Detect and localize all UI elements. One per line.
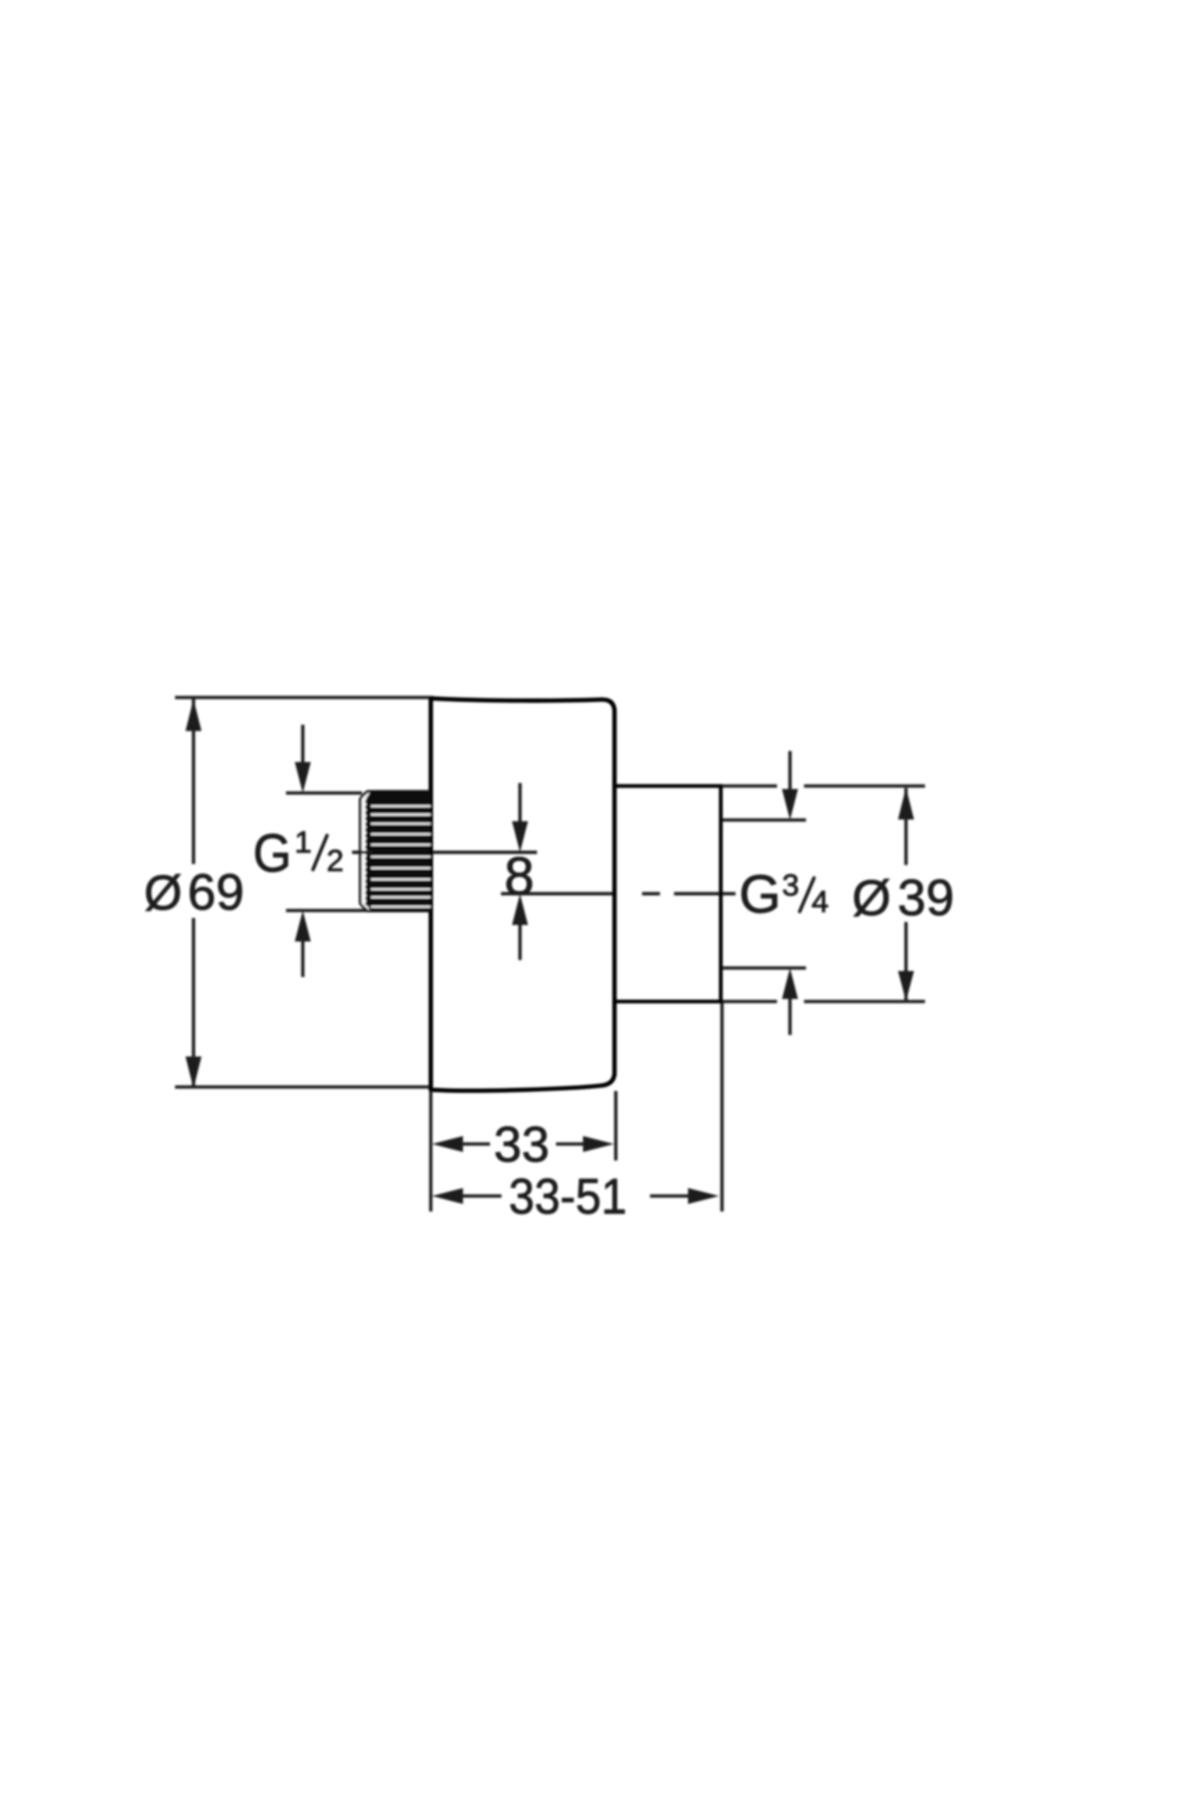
svg-text:2: 2 xyxy=(327,843,344,878)
svg-text:69: 69 xyxy=(188,863,245,920)
svg-text:G: G xyxy=(253,824,292,884)
svg-text:Ø: Ø xyxy=(144,867,182,921)
svg-text:G: G xyxy=(739,865,781,925)
svg-text:33-51: 33-51 xyxy=(509,1168,627,1224)
svg-text:8: 8 xyxy=(504,847,534,907)
svg-text:4: 4 xyxy=(812,884,829,919)
svg-text:3: 3 xyxy=(782,868,799,903)
svg-text:Ø: Ø xyxy=(852,870,891,926)
svg-text:39: 39 xyxy=(898,869,955,926)
svg-text:1: 1 xyxy=(295,825,312,860)
svg-text:33: 33 xyxy=(494,1117,550,1173)
